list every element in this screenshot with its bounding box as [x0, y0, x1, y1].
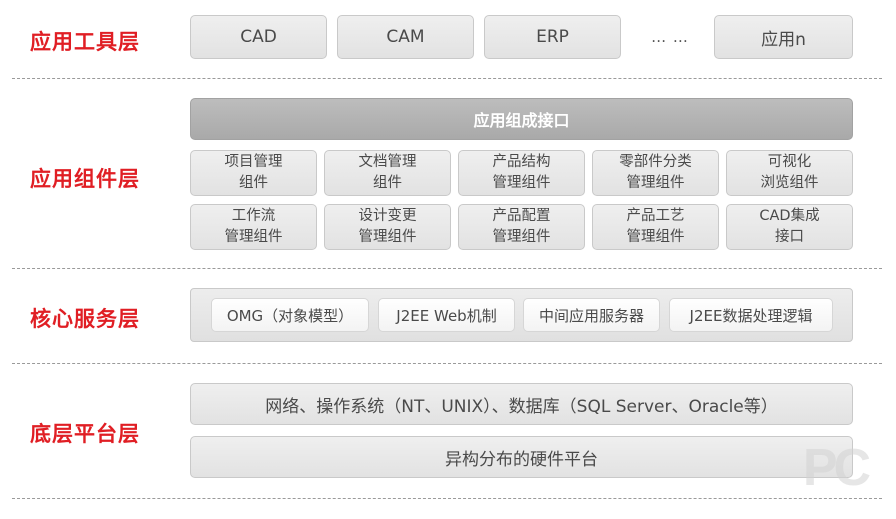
tool-app-n-box: 应用n	[714, 15, 853, 59]
core-service-item: J2EE数据处理逻辑	[669, 298, 833, 332]
layer-divider	[12, 78, 882, 79]
layer-label-tools: 应用工具层	[30, 30, 140, 54]
component-line1: 可视化	[767, 154, 812, 170]
component-line2: 管理组件	[224, 229, 283, 245]
layer-label-platform: 底层平台层	[30, 422, 140, 446]
component-line2: 管理组件	[492, 175, 551, 191]
tools-ellipsis: … …	[651, 28, 689, 46]
component-box: 项目管理 组件	[190, 150, 317, 196]
component-line2: 浏览组件	[760, 175, 819, 191]
component-line1: 产品工艺	[626, 208, 685, 224]
tool-cad-box: CAD	[190, 15, 327, 59]
component-line1: 零部件分类	[619, 154, 692, 170]
component-box: 产品工艺 管理组件	[592, 204, 719, 250]
tool-erp-box: ERP	[484, 15, 621, 59]
platform-hardware-box: 异构分布的硬件平台	[190, 436, 853, 478]
core-service-item: 中间应用服务器	[523, 298, 660, 332]
component-line2: 组件	[373, 175, 402, 191]
watermark-logo: PC	[802, 439, 871, 497]
component-box: 设计变更 管理组件	[324, 204, 451, 250]
component-box: 可视化 浏览组件	[726, 150, 853, 196]
layer-label-core: 核心服务层	[30, 307, 140, 331]
platform-software-box: 网络、操作系统（NT、UNIX）、数据库（SQL Server、Oracle等）	[190, 383, 853, 425]
component-box: 产品配置 管理组件	[458, 204, 585, 250]
component-interface-bar: 应用组成接口	[190, 98, 853, 140]
tool-cam-box: CAM	[337, 15, 474, 59]
component-line2: 接口	[775, 229, 804, 245]
component-box: 文档管理 组件	[324, 150, 451, 196]
component-line2: 管理组件	[358, 229, 417, 245]
component-line2: 组件	[239, 175, 268, 191]
component-line1: CAD集成	[759, 208, 820, 224]
component-line2: 管理组件	[492, 229, 551, 245]
component-box: 工作流 管理组件	[190, 204, 317, 250]
component-line2: 管理组件	[626, 175, 685, 191]
component-box: 产品结构 管理组件	[458, 150, 585, 196]
layer-divider	[12, 268, 882, 269]
core-service-item: OMG（对象模型）	[211, 298, 369, 332]
core-service-item: J2EE Web机制	[378, 298, 515, 332]
layer-divider	[12, 363, 882, 364]
component-box: CAD集成 接口	[726, 204, 853, 250]
layer-divider	[12, 498, 882, 499]
layer-label-components: 应用组件层	[30, 167, 140, 191]
component-line1: 产品结构	[492, 154, 551, 170]
core-services-frame: OMG（对象模型） J2EE Web机制 中间应用服务器 J2EE数据处理逻辑	[190, 288, 853, 342]
component-line1: 文档管理	[358, 154, 417, 170]
component-line1: 项目管理	[224, 154, 283, 170]
component-line1: 产品配置	[492, 208, 551, 224]
component-line2: 管理组件	[626, 229, 685, 245]
component-box: 零部件分类 管理组件	[592, 150, 719, 196]
component-line1: 设计变更	[358, 208, 417, 224]
component-line1: 工作流	[231, 208, 276, 224]
